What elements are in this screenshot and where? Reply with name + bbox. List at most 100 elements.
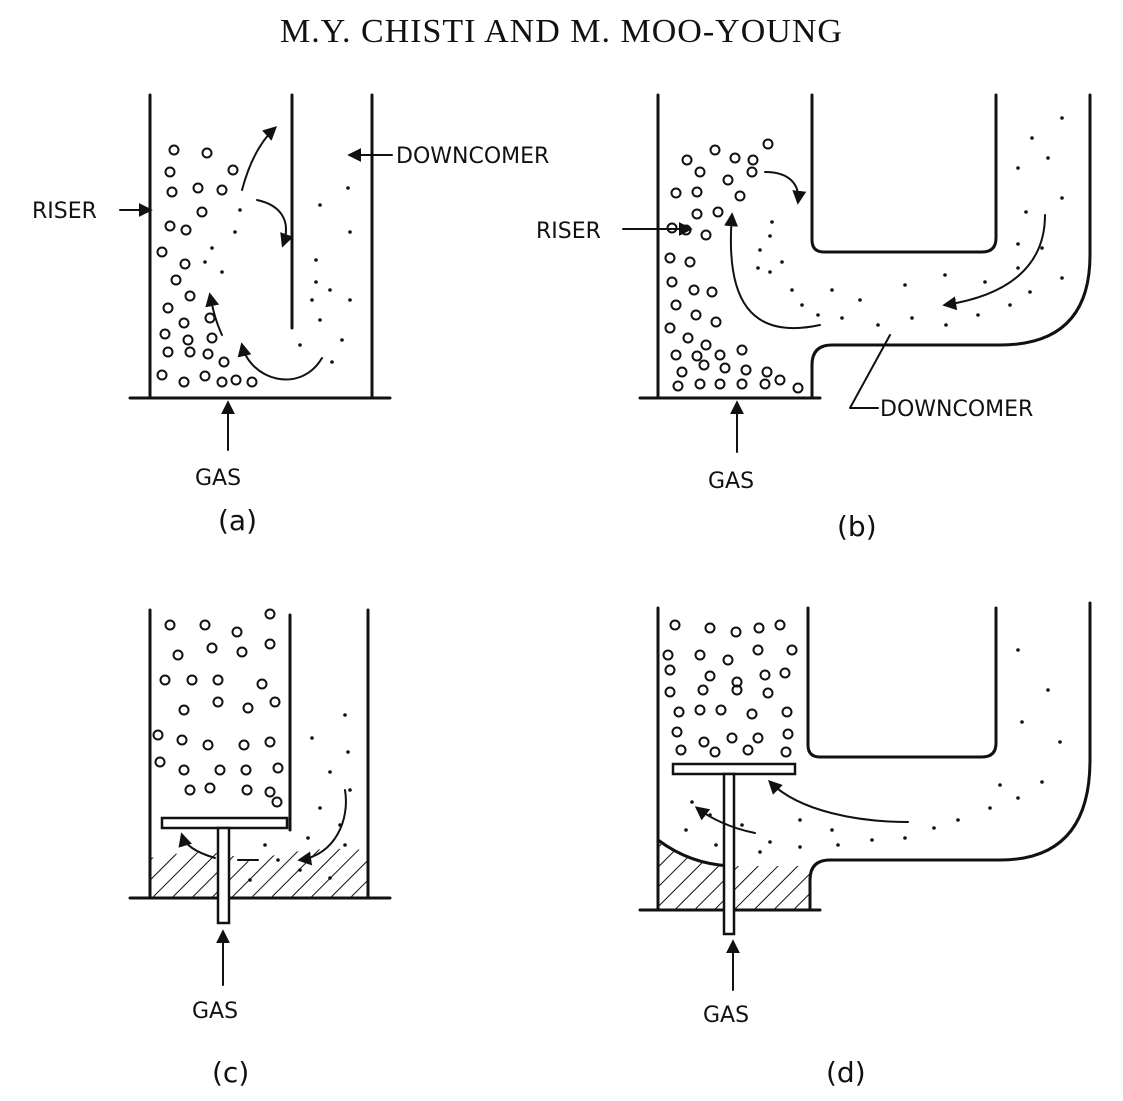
gas-bubble <box>782 728 794 740</box>
liquid-particle <box>976 313 980 317</box>
liquid-particle <box>328 876 332 880</box>
gas-bubble <box>704 670 716 682</box>
gas-bubble <box>730 626 742 638</box>
gas-bubble <box>156 369 168 381</box>
gas-bubble <box>662 649 674 661</box>
gas-bubble <box>178 704 190 716</box>
sparger-bar <box>671 762 797 776</box>
gas-bubble <box>747 154 759 166</box>
gas-bubble <box>746 166 758 178</box>
liquid-particle <box>1046 688 1050 692</box>
liquid-particle <box>1020 720 1024 724</box>
liquid-particle <box>314 280 318 284</box>
gas-bubble <box>164 619 176 631</box>
gas-bubble <box>664 664 676 676</box>
liquid-particle <box>714 843 718 847</box>
gas-bubble <box>154 756 166 768</box>
gas-bubble <box>670 187 682 199</box>
gas-bubble <box>216 184 228 196</box>
gas-bubble <box>206 642 218 654</box>
gas-bubble <box>694 649 706 661</box>
gas-bubble <box>664 252 676 264</box>
liquid-particle <box>310 298 314 302</box>
gas-bubble <box>731 684 743 696</box>
gas-bubble <box>164 220 176 232</box>
gas-bubble <box>694 166 706 178</box>
gas-bubble <box>231 626 243 638</box>
gas-bubble <box>166 186 178 198</box>
liquid-particle <box>298 343 302 347</box>
gas-bubble <box>736 378 748 390</box>
liquid-particle <box>800 303 804 307</box>
gas-bubble <box>759 378 771 390</box>
gas-bubble <box>269 696 281 708</box>
gas-bubble <box>704 622 716 634</box>
gas-bubble <box>779 667 791 679</box>
gas-bubble <box>688 284 700 296</box>
gas-bubble <box>159 674 171 686</box>
liquid-particle <box>790 288 794 292</box>
gas-bubble <box>264 608 276 620</box>
gas-bubble <box>709 746 721 758</box>
liquid-particle <box>830 288 834 292</box>
bubbles <box>662 619 798 758</box>
liquid-particle <box>798 845 802 849</box>
liquid-particle <box>1060 196 1064 200</box>
panel-b: RISER DOWNCOMER GAS (b) <box>536 93 1092 543</box>
gas-bubble <box>199 370 211 382</box>
gas-bubble <box>694 378 706 390</box>
gas-bubble <box>762 687 774 699</box>
liquid-particle <box>816 313 820 317</box>
gas-bubble <box>152 729 164 741</box>
gas-bubble <box>715 704 727 716</box>
liquid-particle <box>210 246 214 250</box>
gas-bubble <box>729 152 741 164</box>
gas-bubble <box>168 144 180 156</box>
gas-bubble <box>182 334 194 346</box>
gas-bubble <box>170 274 182 286</box>
gas-bubble <box>179 258 191 270</box>
gas-bubble <box>156 246 168 258</box>
riser-label-b: RISER <box>536 219 601 244</box>
downcomer-label-b: DOWNCOMER <box>880 397 1033 422</box>
gas-bubble <box>206 332 218 344</box>
gas-bubble <box>722 174 734 186</box>
gas-bubble <box>714 378 726 390</box>
liquid-particle <box>1008 303 1012 307</box>
liquid-particle <box>1058 740 1062 744</box>
liquid-particle <box>780 260 784 264</box>
gas-pipe <box>722 772 736 936</box>
gas-bubble <box>675 744 687 756</box>
gas-bubble <box>256 678 268 690</box>
gas-bubble <box>774 374 786 386</box>
panel-d: GAS (d) <box>638 601 1092 1089</box>
liquid-particle <box>944 323 948 327</box>
gas-bubble <box>162 302 174 314</box>
liquid-particle <box>343 713 347 717</box>
gas-bubble <box>752 732 764 744</box>
gas-label-b: GAS <box>708 469 754 494</box>
liquid-particle <box>932 826 936 830</box>
liquid-particle <box>1060 276 1064 280</box>
gas-bubble <box>697 684 709 696</box>
liquid-particle <box>298 868 302 872</box>
bubbles <box>156 144 258 388</box>
gas-bubble <box>227 164 239 176</box>
gas-bubble <box>669 619 681 631</box>
liquid-particle <box>998 783 1002 787</box>
dots <box>248 713 352 882</box>
gas-bubble <box>184 346 196 358</box>
bubbles <box>152 608 284 808</box>
liquid-particle <box>1030 136 1034 140</box>
liquid-particle <box>340 338 344 342</box>
gas-bubble <box>670 349 682 361</box>
gas-bubble <box>698 359 710 371</box>
liquid-particle <box>758 850 762 854</box>
gas-bubble <box>199 619 211 631</box>
liquid-particle <box>1028 290 1032 294</box>
sparger-bar <box>160 816 289 830</box>
panel-c: GAS (c) <box>128 608 392 1089</box>
gas-bubble <box>740 364 752 376</box>
gas-bubble <box>759 669 771 681</box>
liquid-particle <box>690 800 694 804</box>
